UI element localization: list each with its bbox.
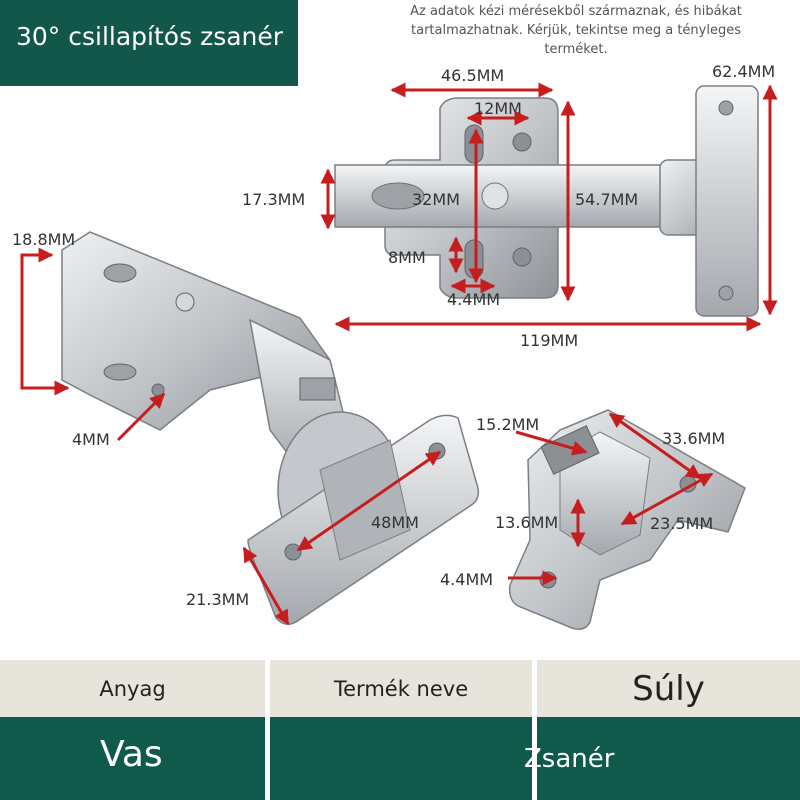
page-title: 30° csillapítós zsanér [16, 22, 284, 51]
dimension-label: 32MM [412, 190, 460, 209]
dimension-label: 4.4MM [440, 570, 494, 589]
value-material: Vas [100, 734, 163, 775]
hinge-perspective-view [61, 231, 480, 625]
dimension-label: 46.5MM [441, 66, 505, 85]
hinge-illustration [20, 82, 778, 630]
header-product-name: Termék neve [270, 660, 532, 717]
dimension-label: 119MM [520, 331, 579, 350]
disclaimer-note: Az adatok kézi mérésekből származnak, és… [410, 4, 742, 57]
dimension-label: 62.4MM [712, 62, 776, 81]
dimension-label: 4MM [72, 430, 110, 449]
dimension-label: 33.6MM [662, 429, 726, 448]
dimension-label: 54.7MM [575, 190, 639, 209]
dimension-label: 23.5MM [650, 514, 714, 533]
dimension-label: 21.3MM [186, 590, 250, 609]
dimension-lines [20, 82, 778, 626]
dimension-label: 17.3MM [242, 190, 306, 209]
spec-table-value-band [0, 717, 800, 800]
hinge-top-view [334, 85, 759, 317]
value-product-name: Zsanér [524, 744, 615, 774]
title-banner: 30° csillapítós zsanér [0, 0, 298, 86]
dimension-label: 4.4MM [447, 290, 501, 309]
header-material: Anyag [0, 660, 265, 717]
header-weight: Súly [537, 660, 800, 717]
dimension-label: 8MM [388, 248, 426, 267]
dimension-label: 48MM [371, 513, 419, 532]
dimension-label: 18.8MM [12, 230, 76, 249]
table-divider [532, 660, 537, 800]
table-divider [265, 660, 270, 800]
dimension-label: 12MM [474, 99, 522, 118]
dimension-label: 15.2MM [476, 415, 540, 434]
dimension-label: 13.6MM [495, 513, 559, 532]
